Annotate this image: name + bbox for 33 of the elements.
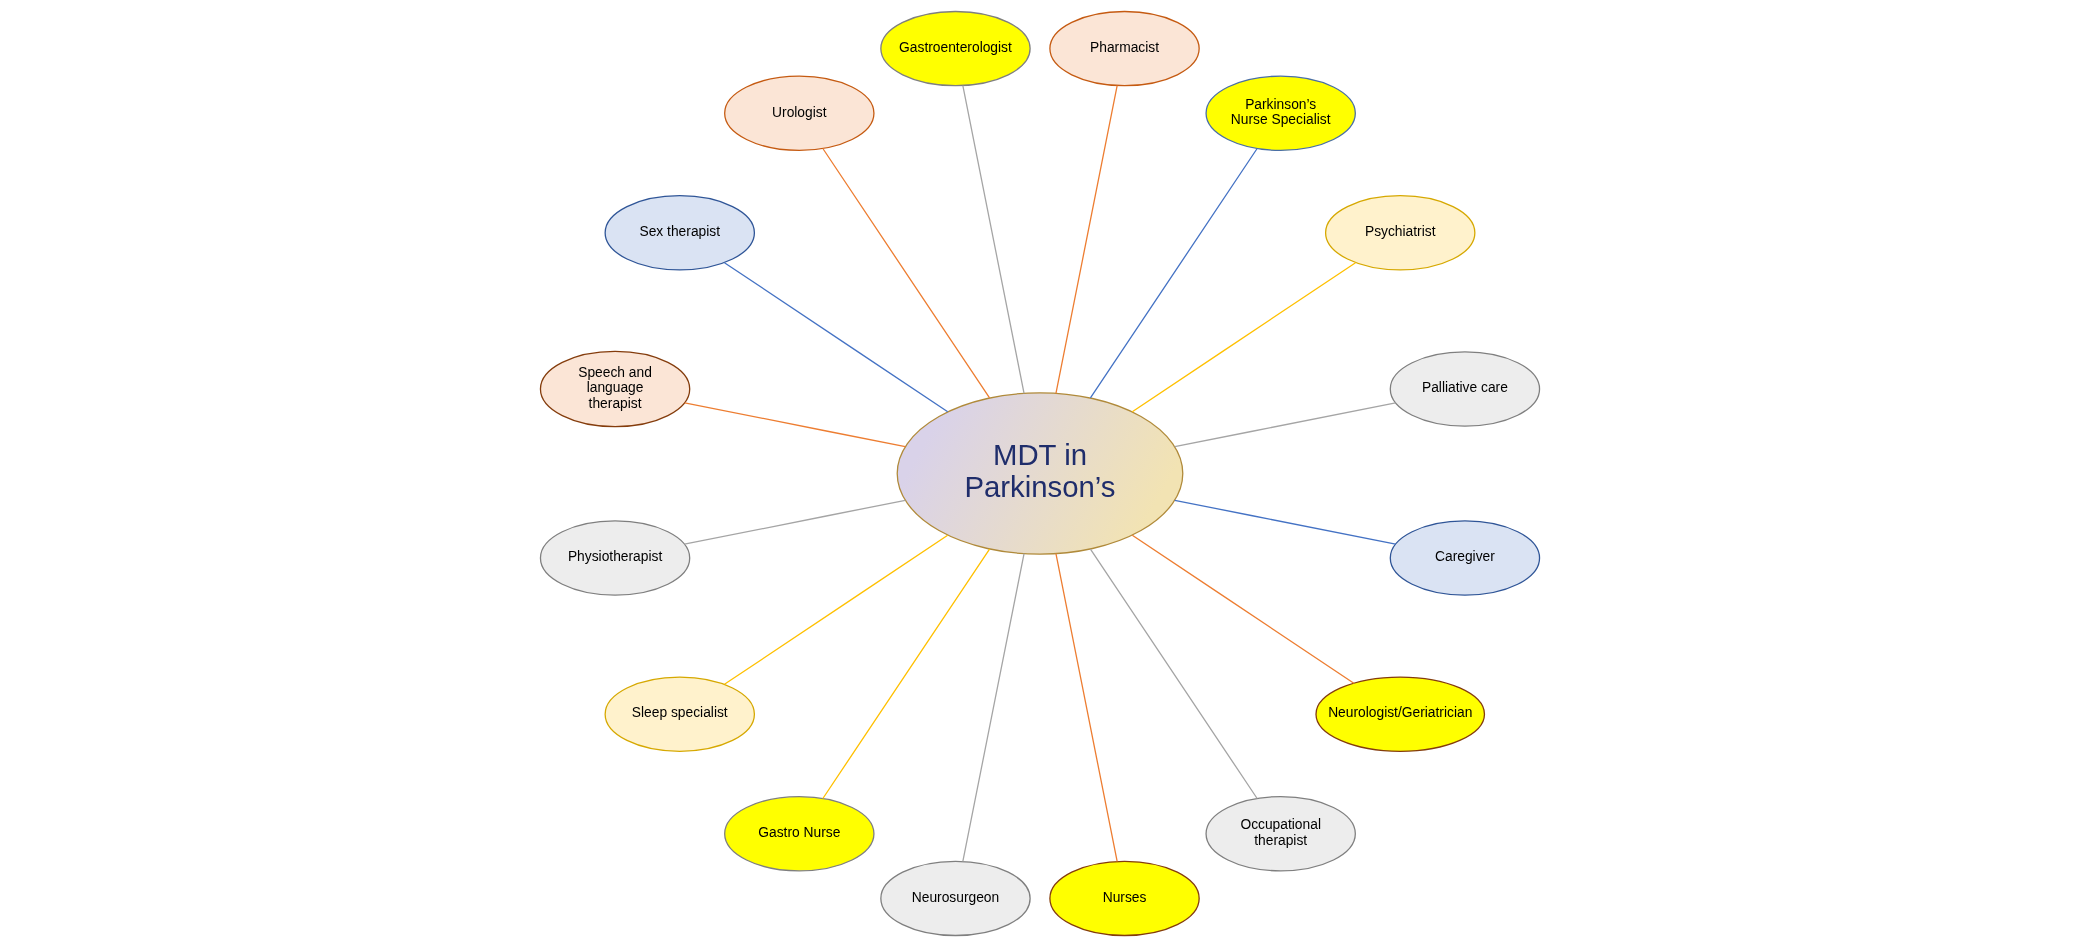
node-ellipse: Occupational therapist	[1204, 796, 1356, 872]
connector	[1173, 499, 1396, 545]
connector	[961, 553, 1025, 862]
connector	[961, 85, 1025, 394]
node-ellipse: Speech and language therapist	[539, 350, 690, 428]
node-ellipse: Urologist	[723, 75, 875, 151]
connector	[1173, 402, 1396, 448]
node-ellipse: Sex therapist	[604, 195, 755, 271]
node-ellipse: Gastroenterologist	[879, 10, 1031, 87]
node-ellipse: Caregiver	[1389, 520, 1540, 596]
node-ellipse: Neurosurgeon	[879, 860, 1031, 937]
connector	[1089, 147, 1258, 399]
connector	[1054, 553, 1118, 862]
connector	[1089, 548, 1258, 800]
connector	[1131, 534, 1354, 684]
node-ellipse: Nurses	[1048, 860, 1200, 937]
connector	[683, 402, 906, 448]
connector	[1054, 85, 1118, 394]
connector	[723, 534, 948, 685]
connector	[821, 548, 990, 800]
node-ellipse: Palliative care	[1389, 351, 1540, 427]
node-ellipse: Sleep specialist	[604, 676, 755, 752]
node-ellipse: Psychiatrist	[1324, 195, 1475, 271]
connector	[723, 262, 948, 413]
connector	[821, 147, 990, 399]
connector	[1131, 262, 1356, 413]
node-ellipse: MDT in Parkinson’s	[896, 392, 1183, 555]
node-ellipse: Parkinson’s Nurse Specialist	[1204, 75, 1356, 151]
node-ellipse: Neurologist/Geriatrician	[1314, 676, 1485, 752]
node-ellipse: Gastro Nurse	[723, 796, 875, 872]
node-ellipse: Physiotherapist	[539, 520, 690, 596]
connector	[683, 499, 906, 545]
node-ellipse: Pharmacist	[1048, 10, 1200, 87]
